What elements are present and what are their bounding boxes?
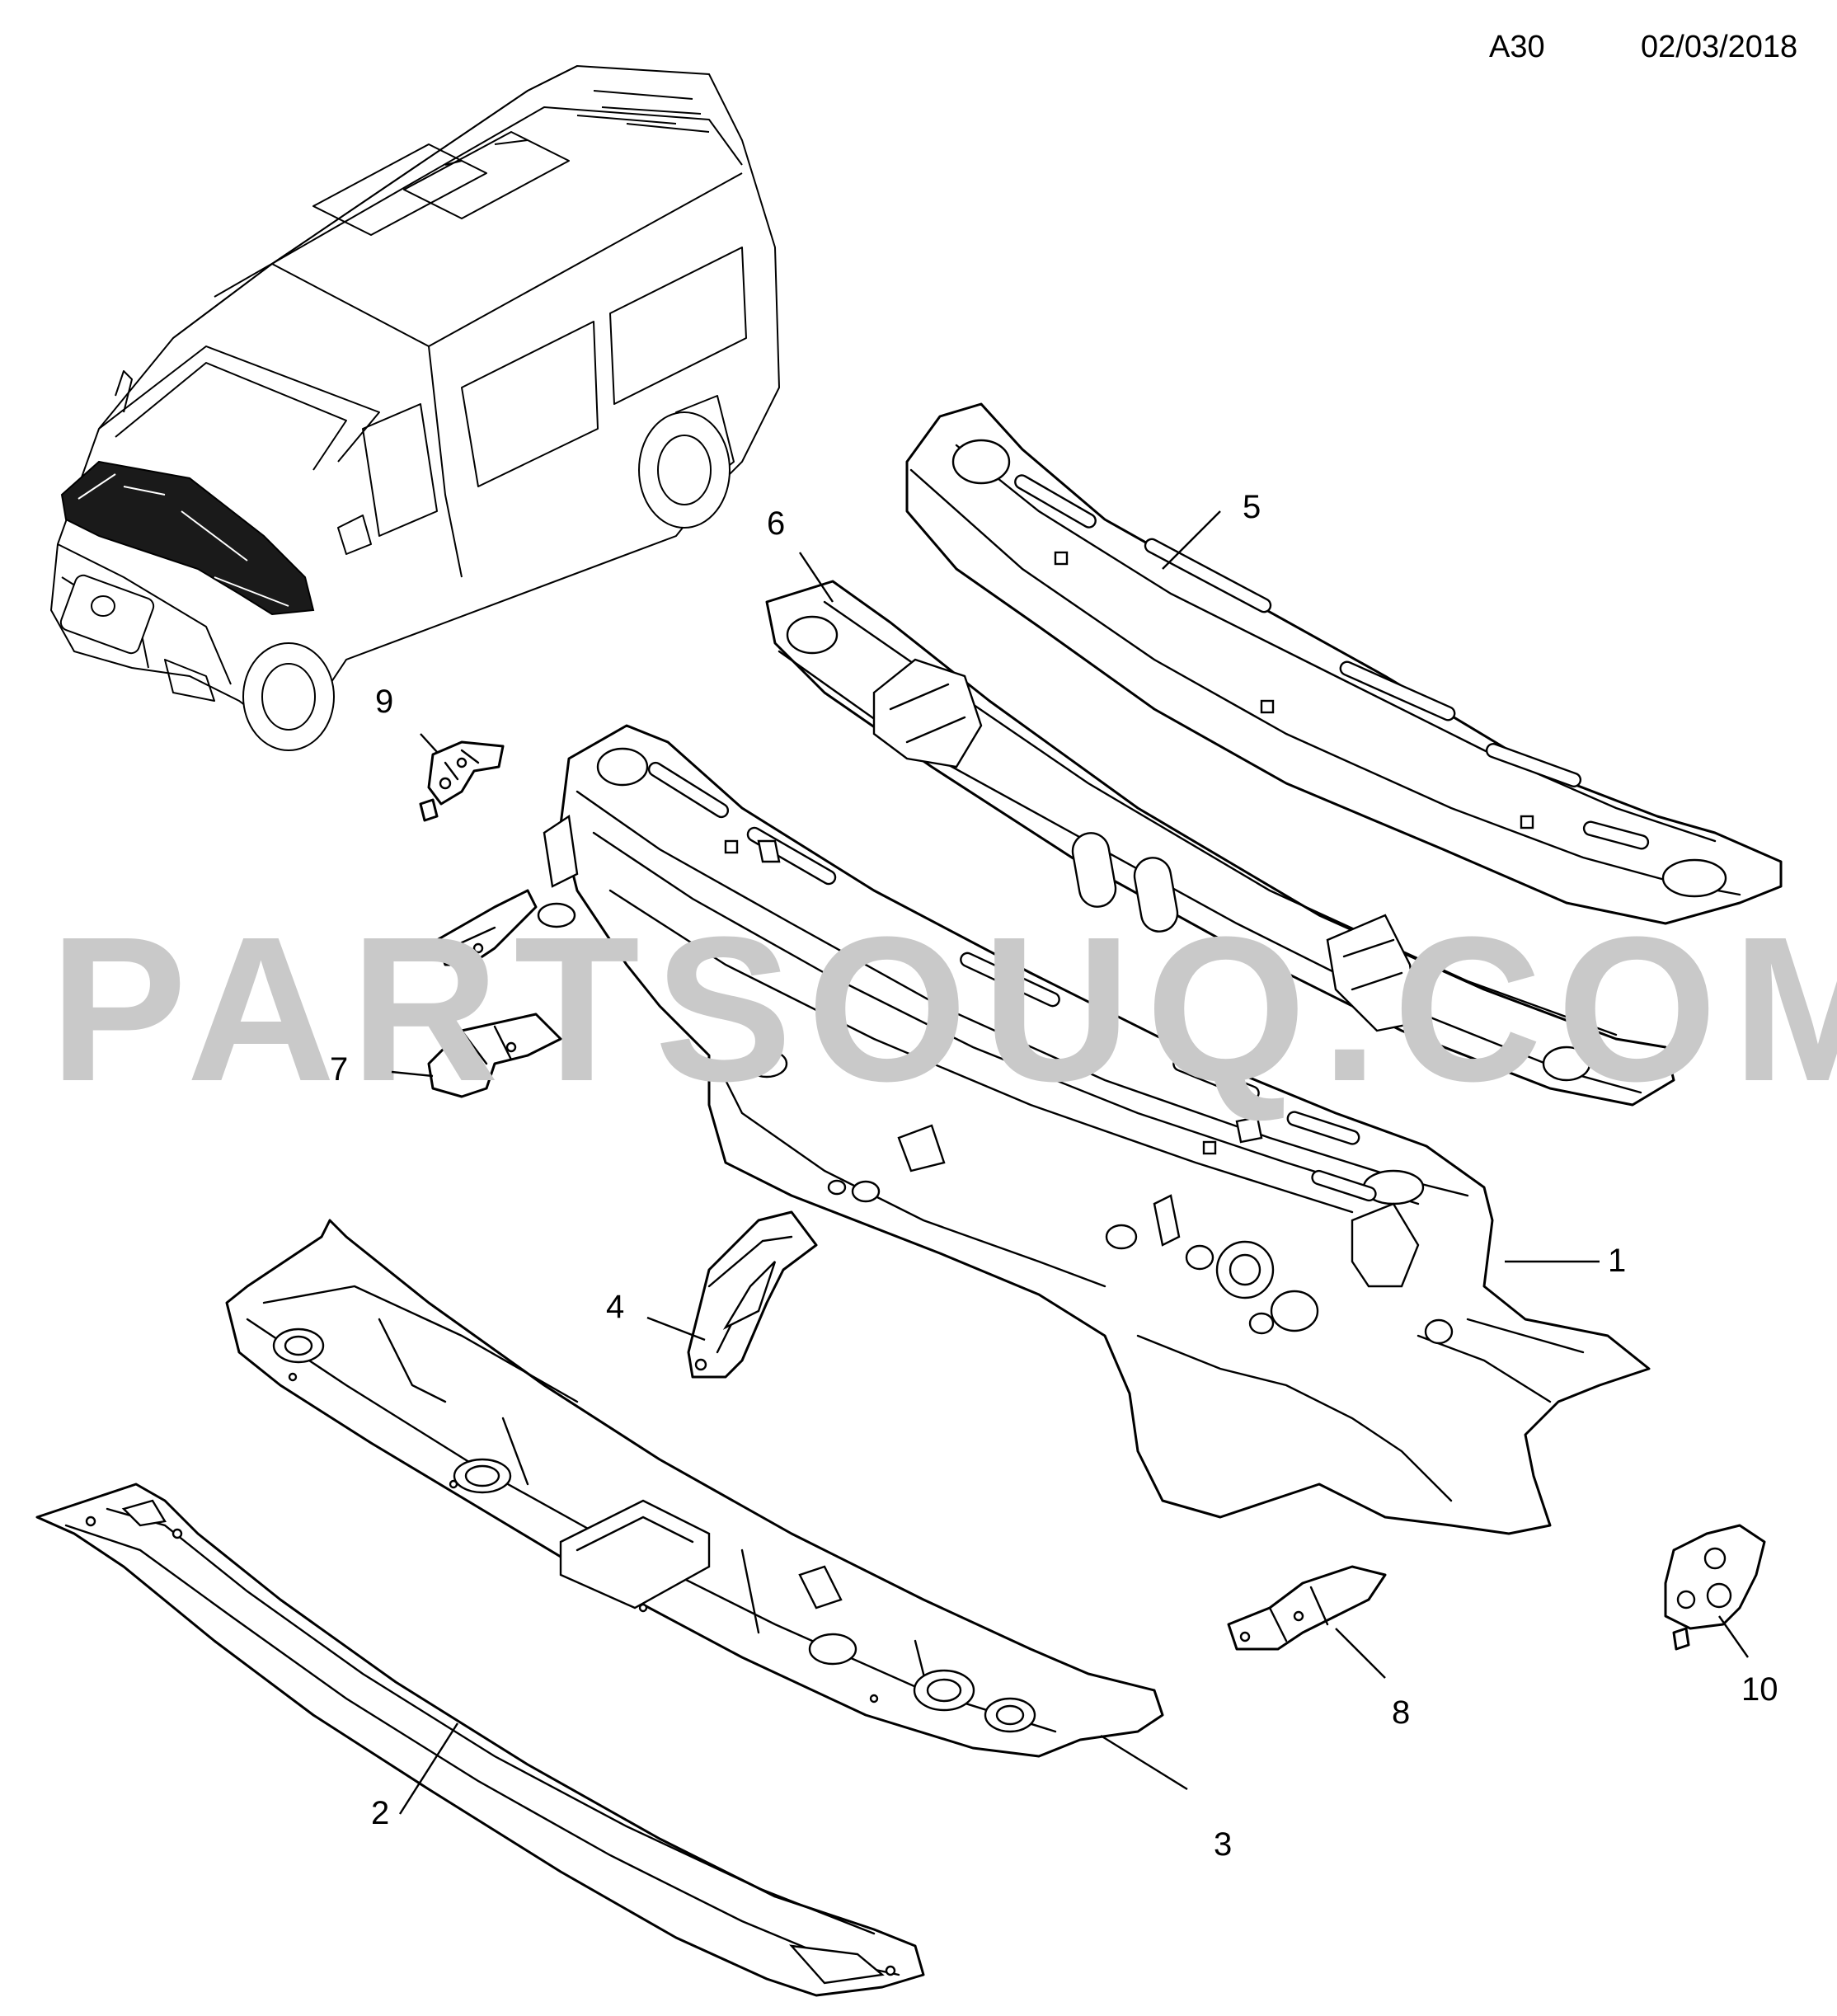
part-6 xyxy=(765,580,1675,1107)
callout-3: 3 xyxy=(1214,1826,1232,1863)
diagram-date: 02/03/2018 xyxy=(1641,30,1798,64)
part-9 xyxy=(419,740,505,822)
callout-7: 7 xyxy=(330,1051,348,1088)
callout-9: 9 xyxy=(375,684,393,720)
callout-6: 6 xyxy=(767,505,785,542)
callout-2: 2 xyxy=(371,1795,389,1831)
van-overview xyxy=(49,64,781,751)
part-4 xyxy=(687,1210,818,1379)
part-7 xyxy=(427,889,562,1098)
part-10 xyxy=(1664,1524,1766,1651)
watermark: PARTSOUQ.COM xyxy=(49,894,1837,1124)
part-3 xyxy=(225,1219,1164,1758)
callout-10: 10 xyxy=(1741,1671,1778,1708)
part-8 xyxy=(1227,1565,1387,1651)
callout-8: 8 xyxy=(1392,1694,1410,1731)
callout-4: 4 xyxy=(606,1289,624,1325)
part-1 xyxy=(537,724,1651,1535)
diagram-code: A30 xyxy=(1489,30,1545,64)
part-5 xyxy=(905,402,1783,925)
callout-1: 1 xyxy=(1608,1243,1626,1279)
part-2 xyxy=(35,1483,925,1997)
callout-5: 5 xyxy=(1243,489,1261,525)
leader-lines xyxy=(391,510,1749,1815)
